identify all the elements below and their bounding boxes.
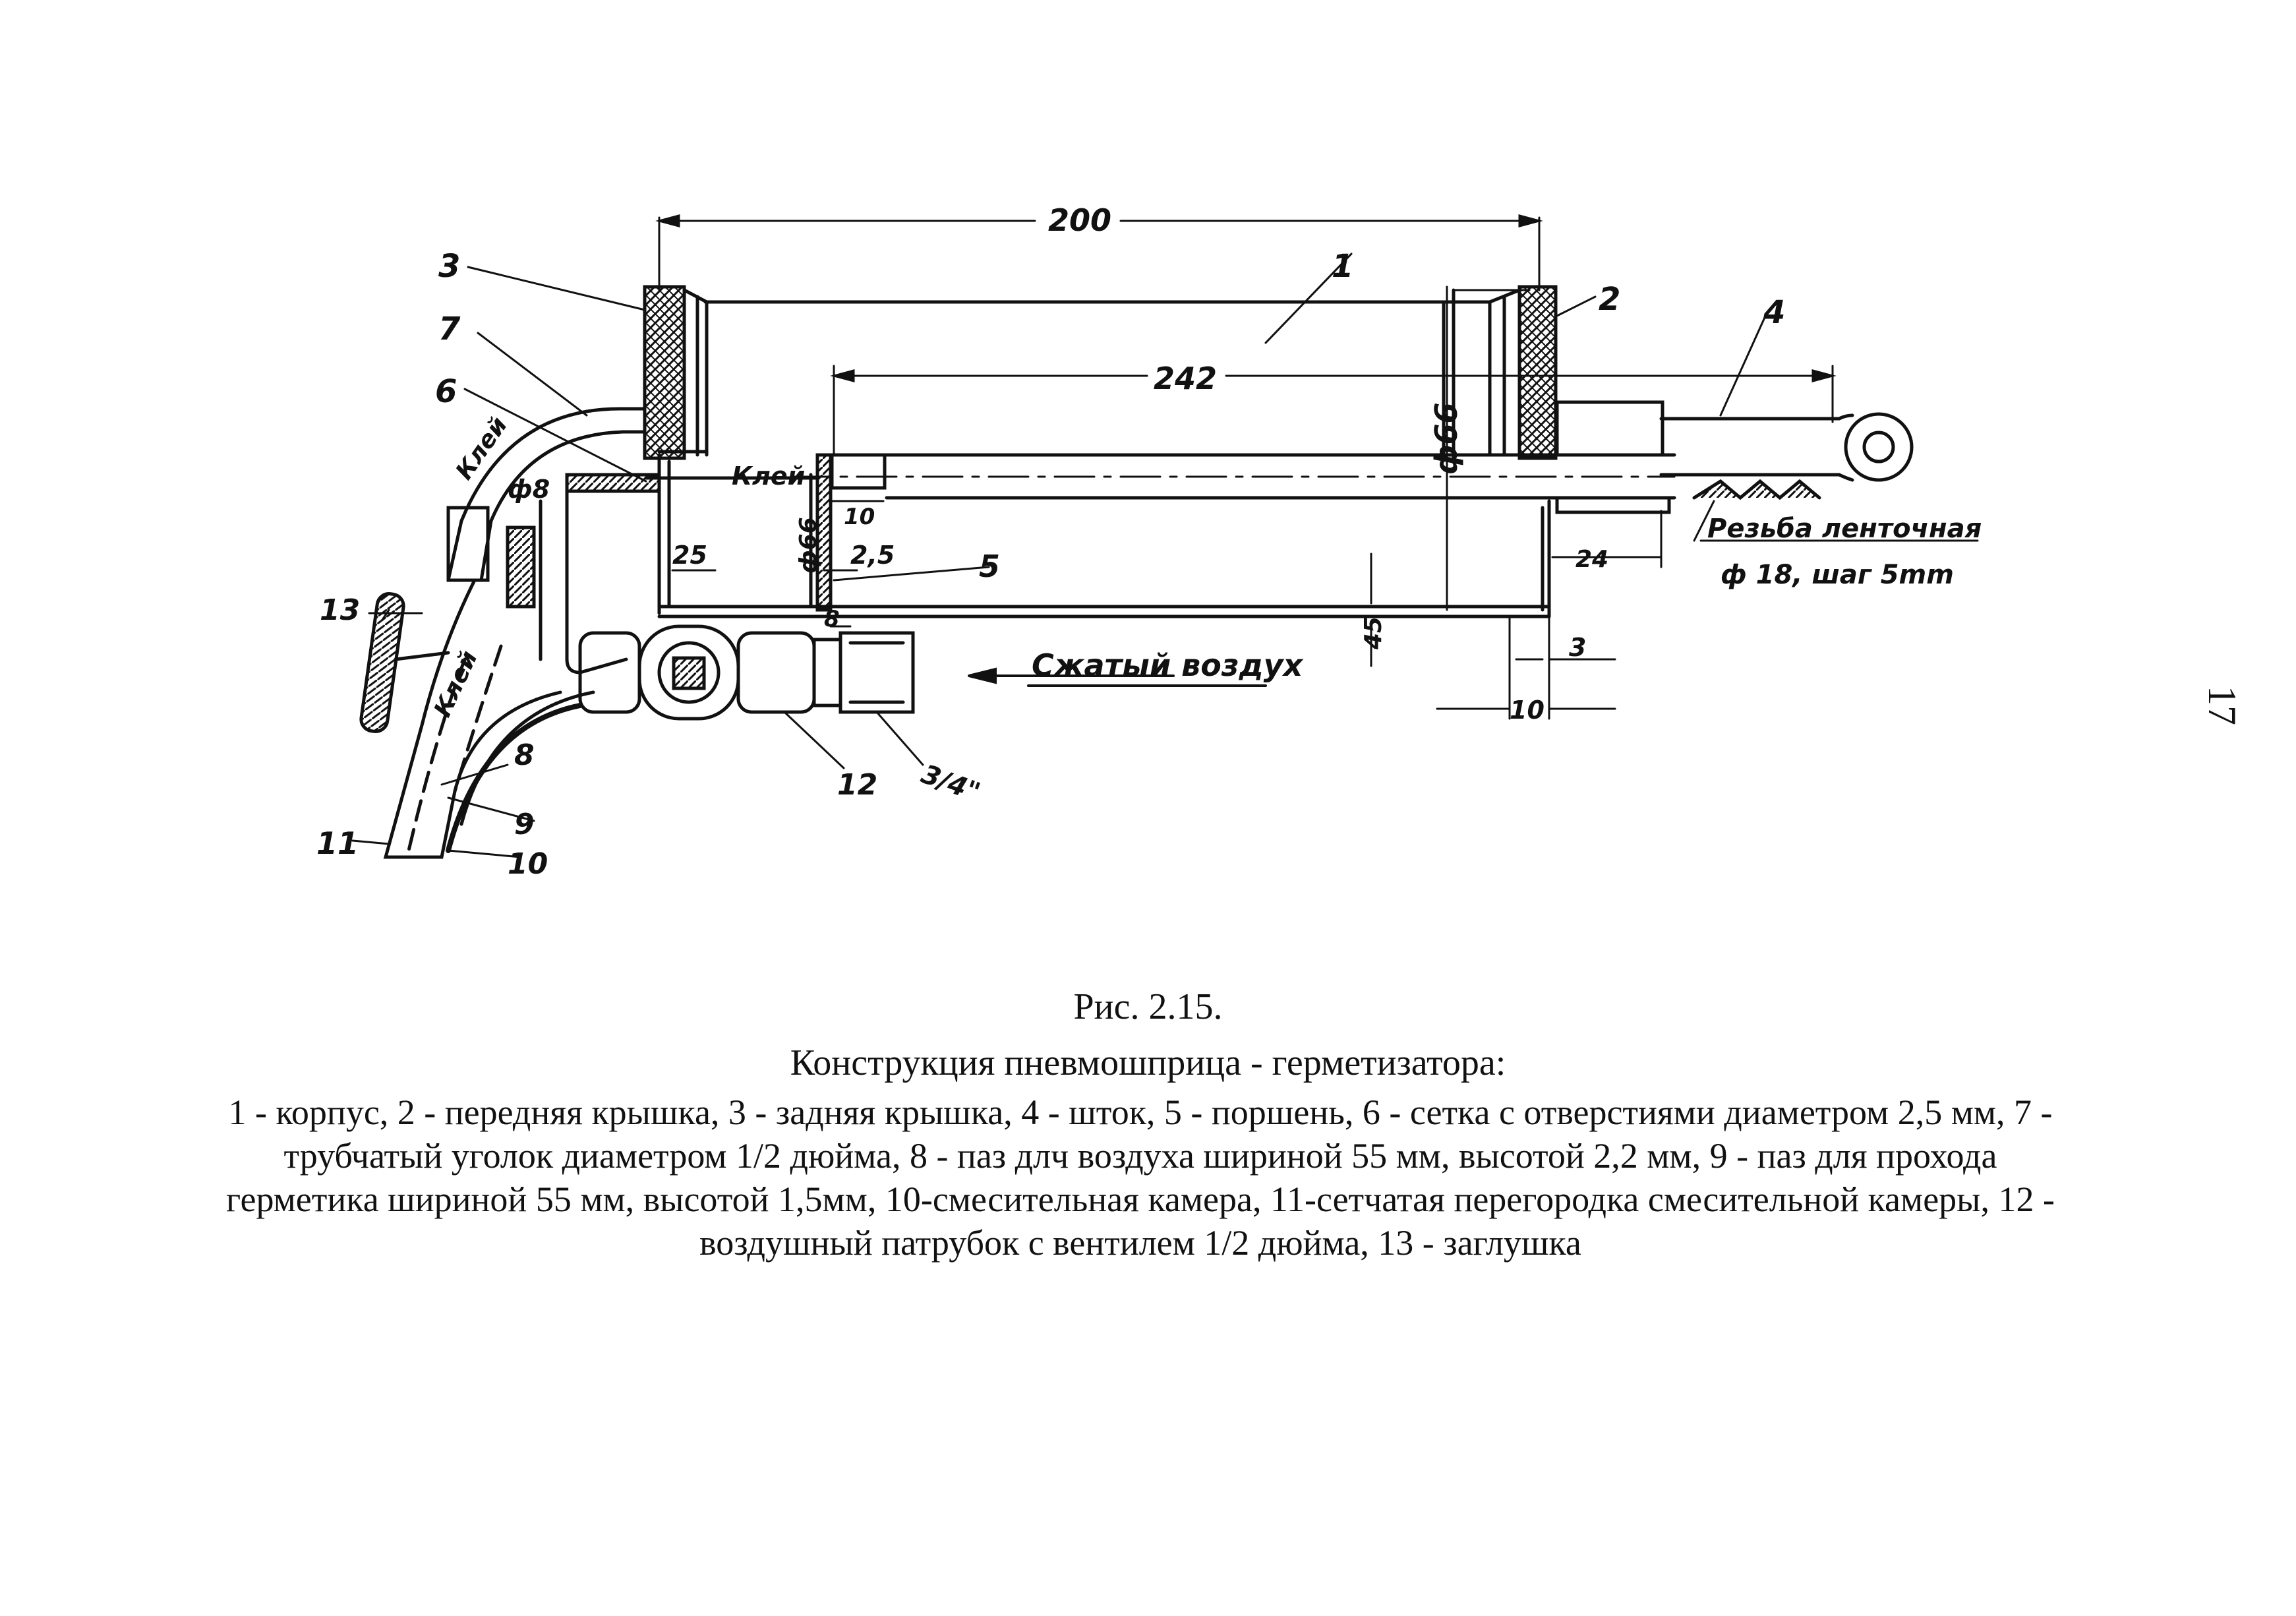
- note-glue-1: Клей: [732, 462, 805, 491]
- callout-10: 10: [508, 847, 548, 881]
- figure-legend: 1 - корпус, 2 - передняя крышка, 3 - зад…: [226, 1092, 2055, 1263]
- callout-2: 2: [1599, 281, 1620, 318]
- note-thread-1: Резьба ленточная: [1707, 514, 1982, 544]
- dimension-lines: [655, 214, 1837, 720]
- note-compressed-air: Сжатый воздух: [1032, 647, 1304, 683]
- dim-24: 24: [1575, 546, 1608, 573]
- callout-12: 12: [837, 768, 877, 802]
- mixing-chamber: [383, 489, 628, 859]
- dim-3-4-inch: 3/4": [918, 759, 984, 808]
- note-glue-2: Клей: [451, 412, 513, 485]
- dim-2-5: 2,5: [850, 541, 895, 570]
- mesh-chamber: [565, 453, 819, 615]
- dim-10-top: 10: [844, 504, 875, 530]
- dim-3: 3: [1569, 633, 1586, 662]
- note-glue-3: Клей: [429, 647, 483, 721]
- callout-9: 9: [514, 808, 535, 841]
- callout-8: 8: [514, 738, 535, 772]
- figure-number: Рис. 2.15.: [1073, 986, 1223, 1027]
- dim-200: 200: [1048, 202, 1111, 238]
- dim-8-small: 8: [824, 606, 840, 632]
- callout-11: 11: [316, 825, 359, 861]
- dim-66-piston: ф66: [795, 517, 822, 574]
- dim-8-diameter: ф8: [508, 475, 550, 504]
- dim-45: 45: [1360, 616, 1387, 650]
- callout-13: 13: [320, 593, 360, 627]
- piston-rod: [790, 400, 1914, 514]
- air-arrow: [968, 667, 1267, 687]
- callout-6: 6: [435, 373, 457, 410]
- air-fitting-valve: [578, 624, 915, 721]
- callout-3: 3: [438, 248, 460, 285]
- callout-1: 1: [1332, 248, 1353, 285]
- plug: [359, 592, 450, 733]
- dim-10-bottom: 10: [1510, 696, 1545, 725]
- rear-cover: [643, 285, 709, 460]
- page-number: 17: [2200, 686, 2244, 725]
- elbow-tube: [446, 407, 647, 582]
- callout-5: 5: [979, 549, 1000, 584]
- dim-25: 25: [672, 541, 707, 570]
- technical-drawing: 200 242 ф66 ф66 ф8 25 2,5 10 8 24 3 10 4…: [316, 202, 1982, 881]
- leader-lines: [351, 253, 1979, 858]
- dim-242: 242: [1154, 361, 1217, 396]
- front-cover: [1488, 285, 1558, 460]
- callout-4: 4: [1763, 294, 1785, 331]
- cylinder-body: [657, 288, 1551, 618]
- figure-title: Конструкция пневмошприца - герметизатора…: [790, 1042, 1506, 1083]
- dim-66-body: ф66: [1428, 402, 1464, 475]
- callout-7: 7: [438, 311, 461, 347]
- note-thread-2: ф 18, шаг 5mm: [1721, 560, 1954, 590]
